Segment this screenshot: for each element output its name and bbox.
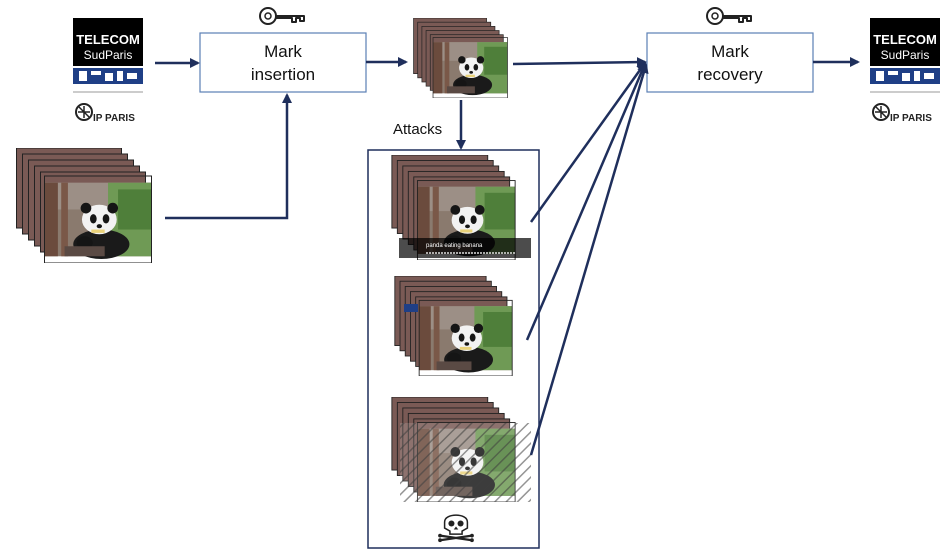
arrow-watermarked-to-recovery xyxy=(512,57,647,68)
logo-footer: IP PARIS xyxy=(890,113,932,124)
mark-insertion-step: Mark insertion xyxy=(199,32,367,93)
arrow-attack3-to-recovery xyxy=(529,63,649,456)
arrow-attack2-to-recovery xyxy=(525,62,647,341)
logo-line2: SudParis xyxy=(84,48,133,62)
original-image-stack xyxy=(17,148,152,263)
key-icon xyxy=(259,7,305,25)
attack-caption-overlay: panda eating banana xyxy=(392,155,531,260)
attack-logo-insertion xyxy=(395,276,512,376)
overlay-caption: panda eating banana xyxy=(426,243,483,249)
logo-footer: IP PARIS xyxy=(93,113,135,124)
key-icon xyxy=(706,7,752,25)
mark-recovery-step: Mark recovery xyxy=(646,32,814,93)
telecom-sudparis-logo-left: TELECOM SudParis IP PARIS xyxy=(73,18,143,124)
flow-arrows xyxy=(155,57,860,456)
arrow-images-to-insertion xyxy=(165,93,292,220)
recovery-line2: recovery xyxy=(697,65,763,84)
insertion-line2: insertion xyxy=(251,65,315,84)
watermarked-image-stack xyxy=(414,18,508,98)
logo-line1: TELECOM xyxy=(76,32,140,47)
telecom-sudparis-logo-right: TELECOM SudParis IP PARIS xyxy=(870,18,940,124)
attacks-label: Attacks xyxy=(393,121,442,138)
attack-hatch-overlay xyxy=(392,397,531,502)
arrow-attack1-to-recovery xyxy=(529,61,647,223)
insertion-line1: Mark xyxy=(264,42,302,61)
logo-line2: SudParis xyxy=(881,48,930,62)
logo-line1: TELECOM xyxy=(873,32,937,47)
recovery-line1: Mark xyxy=(711,42,749,61)
